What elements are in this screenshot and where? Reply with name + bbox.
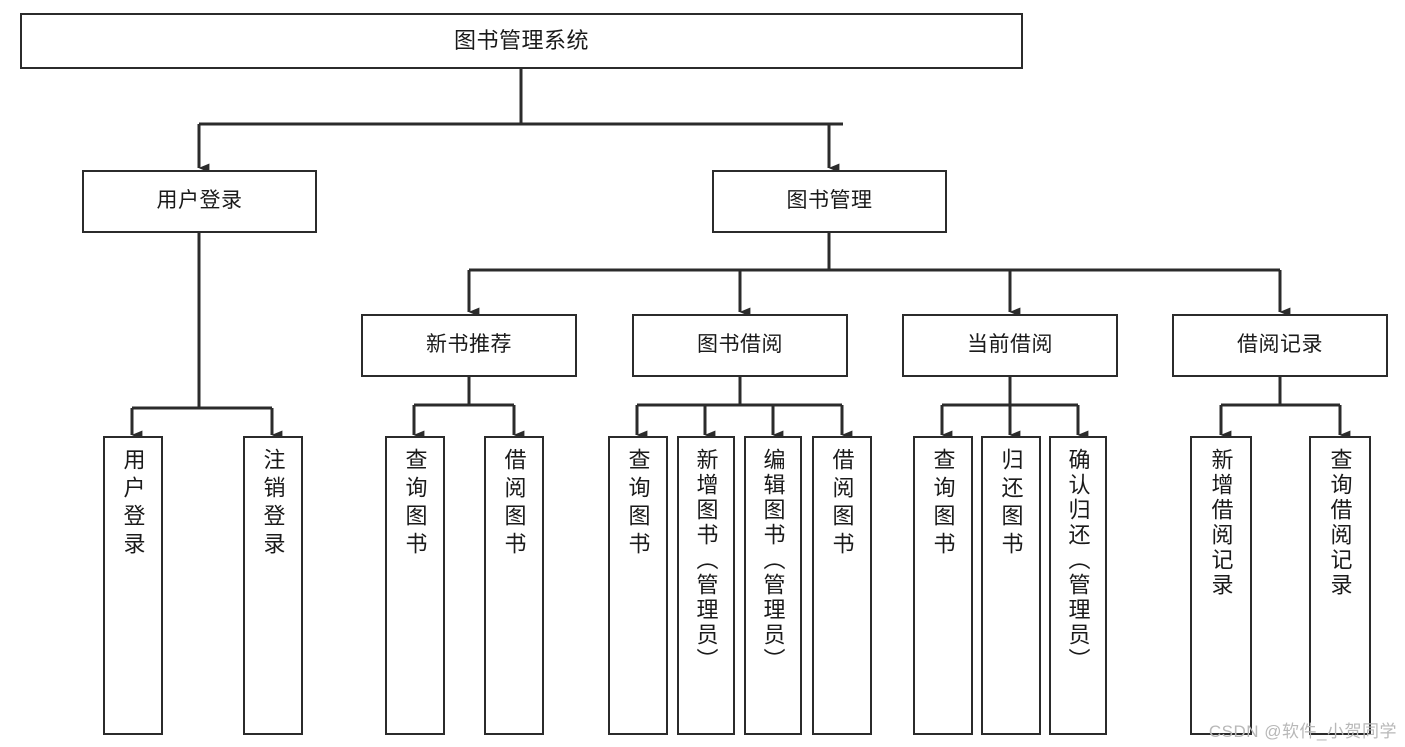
node-leaf-return-book[interactable]: 归还图书 xyxy=(981,436,1041,735)
node-label: 编辑图书（管理员） xyxy=(760,448,786,673)
node-book-management[interactable]: 图书管理 xyxy=(712,170,947,233)
node-label: 查询图书 xyxy=(930,448,956,560)
node-label: 新书推荐 xyxy=(426,333,512,357)
node-leaf-query-book-borrow[interactable]: 查询图书 xyxy=(608,436,668,735)
node-label: 借阅图书 xyxy=(501,448,527,560)
node-label: 查询借阅记录 xyxy=(1327,448,1353,598)
node-label: 查询图书 xyxy=(402,448,428,560)
node-leaf-query-book-current[interactable]: 查询图书 xyxy=(913,436,973,735)
node-label: 注销登录 xyxy=(260,448,286,560)
node-new-book-recommendation[interactable]: 新书推荐 xyxy=(361,314,577,377)
node-leaf-borrow-book[interactable]: 借阅图书 xyxy=(812,436,872,735)
node-leaf-edit-book-admin[interactable]: 编辑图书（管理员） xyxy=(744,436,802,735)
node-leaf-add-book-admin[interactable]: 新增图书（管理员） xyxy=(677,436,735,735)
node-root-book-management-system[interactable]: 图书管理系统 xyxy=(20,13,1023,69)
node-label: 图书管理系统 xyxy=(453,28,589,54)
node-label: 归还图书 xyxy=(998,448,1024,560)
node-label: 借阅图书 xyxy=(829,448,855,560)
node-leaf-confirm-return-admin[interactable]: 确认归还（管理员） xyxy=(1049,436,1107,735)
node-label: 查询图书 xyxy=(625,448,651,560)
node-label: 用户登录 xyxy=(120,448,146,560)
node-leaf-query-book-recommend[interactable]: 查询图书 xyxy=(385,436,445,735)
node-label: 图书借阅 xyxy=(697,333,783,357)
node-label: 图书管理 xyxy=(786,189,873,213)
node-borrow-record[interactable]: 借阅记录 xyxy=(1172,314,1388,377)
node-book-borrowing[interactable]: 图书借阅 xyxy=(632,314,848,377)
node-label: 用户登录 xyxy=(156,189,243,213)
node-leaf-borrow-book-recommend[interactable]: 借阅图书 xyxy=(484,436,544,735)
node-label: 新增借阅记录 xyxy=(1208,448,1234,598)
node-leaf-user-login[interactable]: 用户登录 xyxy=(103,436,163,735)
node-label: 新增图书（管理员） xyxy=(693,448,719,673)
node-leaf-query-borrow-record[interactable]: 查询借阅记录 xyxy=(1309,436,1371,735)
csdn-watermark: CSDN @软件_小贺同学 xyxy=(1208,722,1397,741)
node-leaf-add-borrow-record[interactable]: 新增借阅记录 xyxy=(1190,436,1252,735)
node-current-borrowing[interactable]: 当前借阅 xyxy=(902,314,1118,377)
node-label: 借阅记录 xyxy=(1237,333,1323,357)
node-user-login[interactable]: 用户登录 xyxy=(82,170,317,233)
node-label: 当前借阅 xyxy=(967,333,1053,357)
node-label: 确认归还（管理员） xyxy=(1065,448,1091,673)
node-leaf-user-logout[interactable]: 注销登录 xyxy=(243,436,303,735)
